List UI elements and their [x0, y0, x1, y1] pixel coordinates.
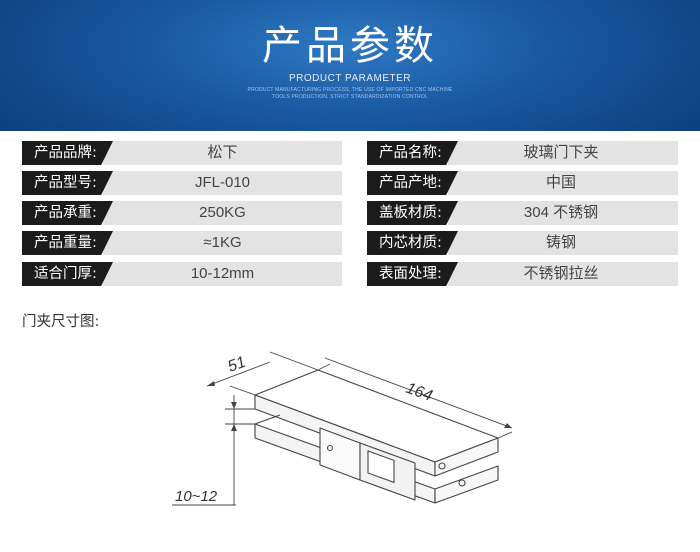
dim-arrow [207, 381, 215, 386]
banner-tagline-line2: TOOLS PRODUCTION, STRICT STANDARDIZATION… [272, 94, 428, 100]
param-label: 适合门厚: [22, 262, 113, 286]
screw-hole-core [326, 444, 334, 452]
param-label: 产品名称: [367, 141, 458, 165]
param-value: 10-12mm [103, 262, 342, 286]
banner-tagline: PRODUCT MANUFACTURING PROCESS, THE USE O… [240, 87, 460, 101]
param-label: 盖板材质: [367, 201, 458, 225]
page-title: 产品参数 [262, 23, 438, 69]
param-row-core-material: 内芯材质: 铸钢 [367, 231, 678, 255]
diagram-title: 门夹尺寸图: [22, 314, 100, 330]
param-row-door-thickness: 适合门厚: 10-12mm [22, 262, 342, 286]
param-row-cover-material: 盖板材质: 304 不锈钢 [367, 201, 678, 225]
banner-tagline-line1: PRODUCT MANUFACTURING PROCESS, THE USE O… [247, 87, 453, 93]
door-clamp-dimension-drawing: 51 164 10~12 [172, 351, 513, 506]
param-value: ≈1KG [103, 231, 342, 255]
dim-arrow [231, 402, 237, 409]
param-row-origin: 产品产地: 中国 [367, 171, 678, 195]
bottom-plate-back-edge [254, 414, 281, 425]
param-row-load: 产品承重: 250KG [22, 201, 342, 225]
param-label: 产品产地: [367, 171, 458, 195]
dim-51-extension-b [269, 351, 319, 371]
dim-164-extension-a [317, 363, 331, 371]
param-label: 产品承重: [22, 201, 113, 225]
param-row-model: 产品型号: JFL-010 [22, 171, 342, 195]
param-row-weight: 产品重量: ≈1KG [22, 231, 342, 255]
param-value: 松下 [103, 141, 342, 165]
dim-51-extension-a [229, 385, 256, 396]
dim-thickness-label: 10~12 [175, 488, 218, 505]
param-value: 不锈钢拉丝 [448, 262, 678, 286]
param-row-brand: 产品品牌: 松下 [22, 141, 342, 165]
param-value: JFL-010 [103, 171, 342, 195]
dim-arrow [504, 423, 512, 428]
param-value: 中国 [448, 171, 678, 195]
dim-length-label: 164 [404, 380, 435, 405]
param-label: 表面处理: [367, 262, 458, 286]
screw-hole-top [438, 462, 446, 470]
param-row-name: 产品名称: 玻璃门下夹 [367, 141, 678, 165]
param-value: 250KG [103, 201, 342, 225]
dim-164-line [324, 357, 513, 429]
dim-51-line [206, 361, 271, 387]
param-value: 304 不锈钢 [448, 201, 678, 225]
page-subtitle: PRODUCT PARAMETER [288, 73, 412, 84]
param-label: 产品重量: [22, 231, 113, 255]
param-row-surface-finish: 表面处理: 不锈钢拉丝 [367, 262, 678, 286]
dim-164-extension-b [497, 431, 513, 439]
dim-width-label: 51 [226, 354, 249, 376]
header-banner: 产品参数 PRODUCT PARAMETER PRODUCT MANUFACTU… [0, 0, 700, 131]
param-label: 内芯材质: [367, 231, 458, 255]
param-value: 铸钢 [448, 231, 678, 255]
top-plate-side-edge [434, 437, 499, 477]
bottom-plate-side-edge [434, 465, 499, 504]
param-value: 玻璃门下夹 [448, 141, 678, 165]
param-label: 产品型号: [22, 171, 113, 195]
screw-hole-bottom [458, 479, 466, 487]
dim-arrow [231, 424, 237, 431]
param-label: 产品品牌: [22, 141, 113, 165]
core-slot [367, 450, 395, 483]
